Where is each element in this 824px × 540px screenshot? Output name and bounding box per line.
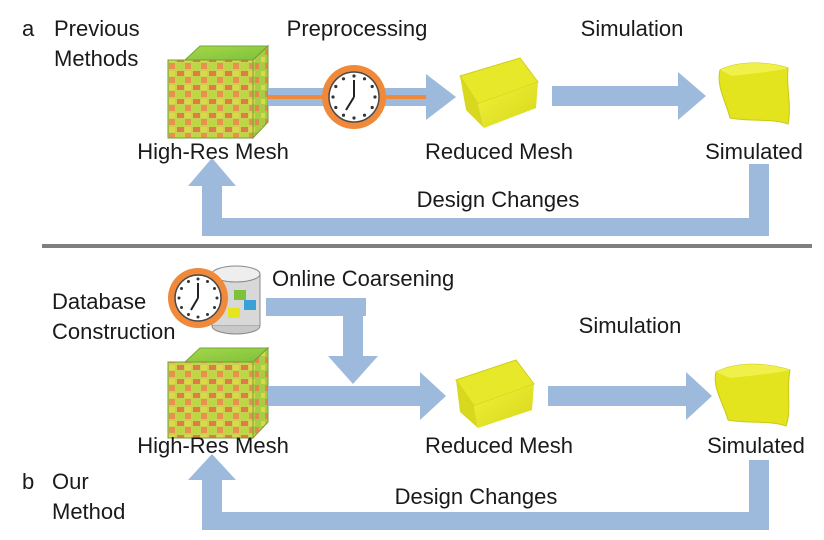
online-coarsening-label: Online Coarsening — [272, 266, 455, 291]
clock-icon — [322, 65, 386, 129]
simulated-label: Simulated — [705, 139, 803, 164]
panel-b-label-line1: Our — [52, 469, 89, 494]
panel-divider — [42, 244, 812, 248]
high-res-mesh-cube-icon — [167, 44, 270, 140]
design-changes-label: Design Changes — [416, 187, 580, 212]
reduced-mesh-label: Reduced Mesh — [425, 139, 573, 164]
simulation-arrow — [548, 372, 712, 420]
panel-a-label-line2: Methods — [54, 46, 139, 71]
simulation-arrow — [552, 72, 706, 120]
coarsening-main-arrow — [268, 372, 446, 420]
design-changes-feedback-arrow — [188, 454, 769, 530]
reduced-mesh-cube-icon — [455, 359, 535, 428]
panel-a — [167, 44, 790, 236]
panel-b-letter: b — [22, 469, 35, 494]
high-res-mesh-label: High-Res Mesh — [137, 433, 289, 458]
panel-b — [167, 265, 791, 530]
database-construction-line2: Construction — [52, 319, 176, 344]
database-construction-line1: Database — [52, 289, 147, 314]
panel-b-label-line2: Method — [52, 499, 126, 524]
panel-a-label-line1: Previous — [54, 16, 140, 41]
high-res-mesh-cube-icon — [167, 346, 270, 440]
design-changes-label: Design Changes — [394, 484, 558, 509]
high-res-mesh-label: High-Res Mesh — [137, 139, 289, 164]
simulation-label: Simulation — [580, 16, 684, 41]
simulated-deformed-mesh-icon — [718, 62, 790, 125]
panel-a-letter: a — [22, 16, 35, 41]
reduced-mesh-cube-icon — [459, 57, 539, 128]
preprocessing-label: Preprocessing — [286, 16, 428, 41]
simulation-label: Simulation — [578, 313, 682, 338]
reduced-mesh-label: Reduced Mesh — [425, 433, 573, 458]
simulated-deformed-mesh-icon — [714, 363, 791, 427]
simulated-label: Simulated — [707, 433, 805, 458]
clock-icon — [168, 268, 228, 328]
online-coarsening-arrow — [266, 298, 378, 384]
design-changes-feedback-arrow — [188, 158, 769, 236]
